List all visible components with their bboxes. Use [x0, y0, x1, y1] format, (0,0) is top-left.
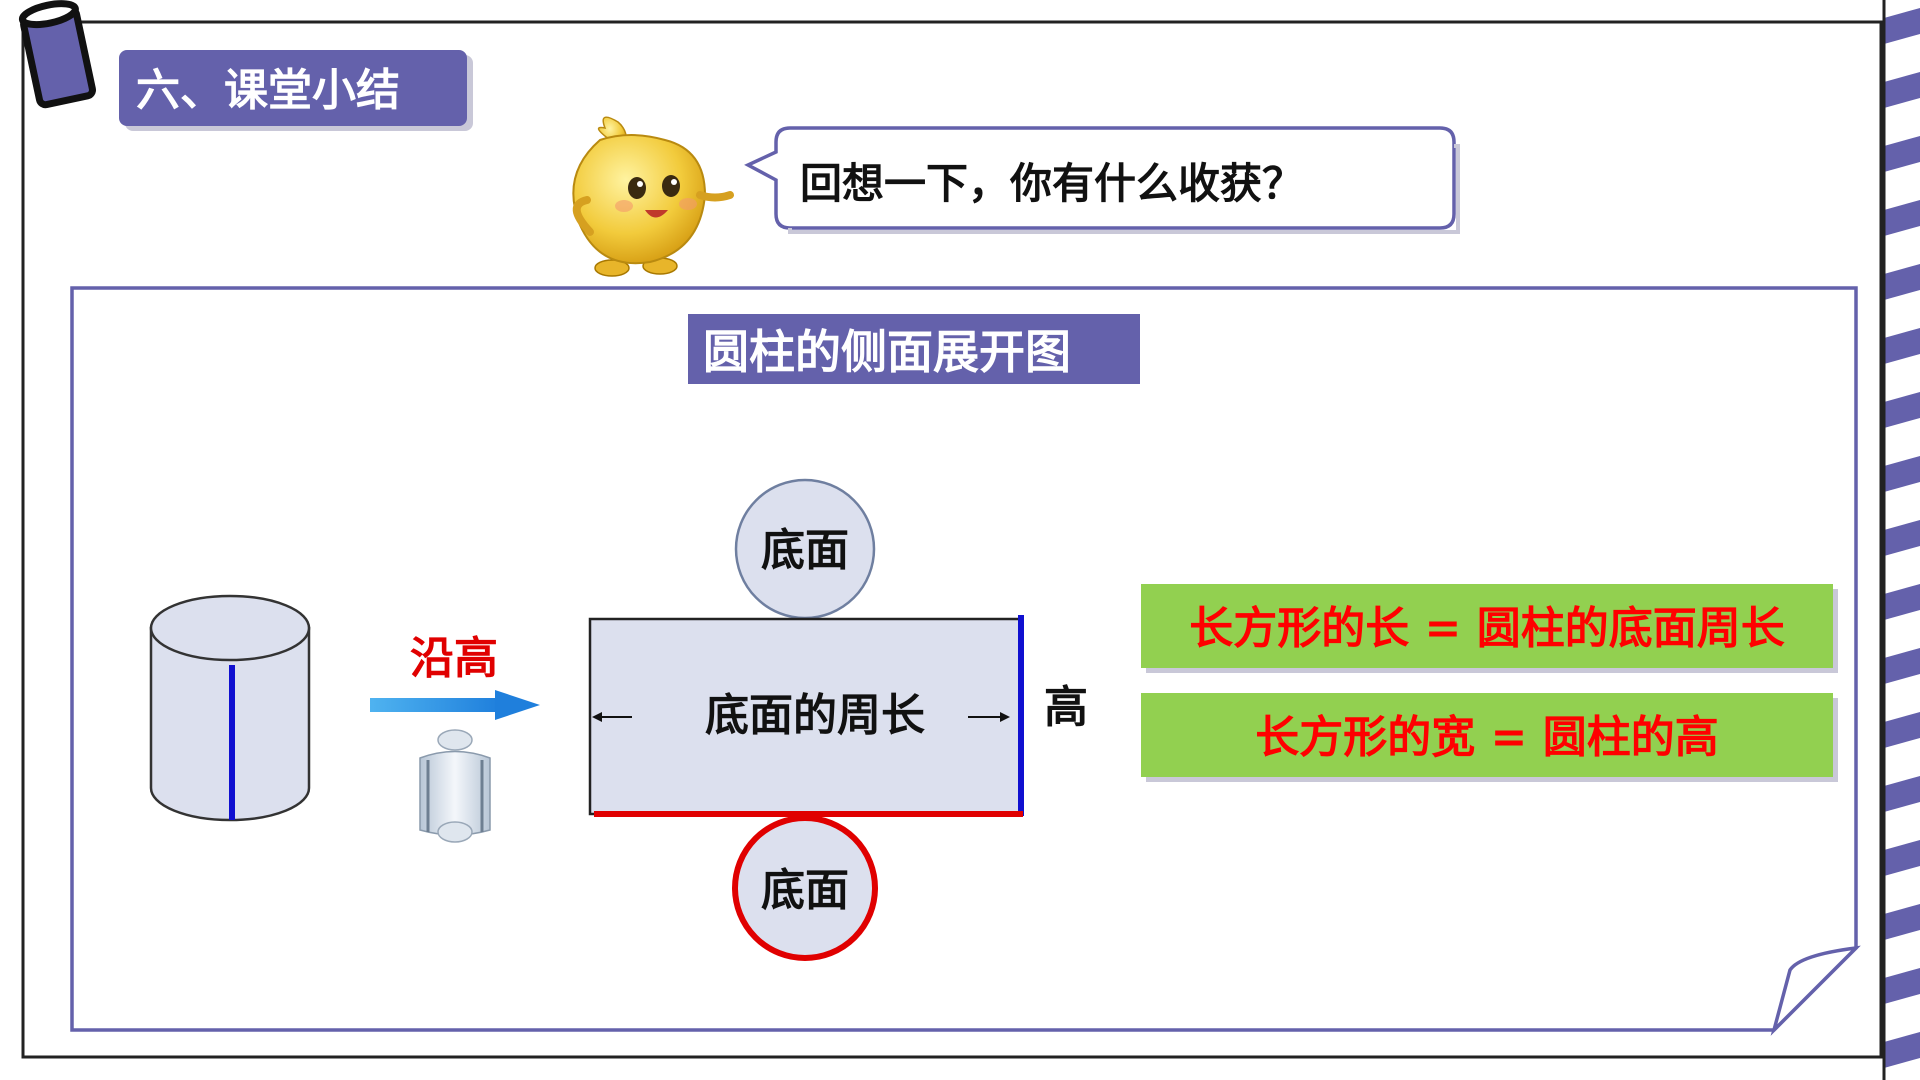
section-title-tab: 六、课堂小结 — [119, 50, 473, 131]
conclusion-length-text: 长方形的长 = 圆柱的底面周长 — [1189, 603, 1785, 654]
stripe — [1884, 1032, 1920, 1068]
slide-frame — [21, 20, 1883, 1059]
page-curl-icon — [1770, 945, 1861, 1036]
stripe — [1884, 392, 1920, 428]
conclusion-box-width: 长方形的宽 = 圆柱的高 — [1141, 693, 1838, 782]
stripe — [1884, 136, 1920, 172]
lateral-rectangle: 底面的周长 — [588, 615, 1024, 817]
stripe — [1884, 520, 1920, 556]
stripe — [1884, 776, 1920, 812]
stripe — [1884, 200, 1920, 236]
right-arrow-icon — [968, 712, 1010, 722]
stripe — [1884, 712, 1920, 748]
height-label: 高 — [1044, 682, 1088, 733]
mascot-character — [572, 116, 734, 277]
speech-bubble-text: 回想一下，你有什么收获？ — [800, 159, 1304, 208]
rect-label: 底面的周长 — [705, 690, 925, 741]
stripe — [1884, 328, 1920, 364]
unfold-arrow: 沿高 — [370, 633, 540, 720]
stripe — [1884, 968, 1920, 1004]
cylinder-figure — [149, 594, 311, 822]
stripe — [1884, 840, 1920, 876]
section-title: 六、课堂小结 — [136, 65, 400, 116]
stripe — [1884, 264, 1920, 300]
stripe — [1884, 904, 1920, 940]
conclusion-width-text: 长方形的宽 = 圆柱的高 — [1255, 712, 1719, 763]
stripe — [1884, 72, 1920, 108]
speech-bubble: 回想一下，你有什么收获？ — [744, 126, 1460, 234]
bottom-base-circle: 底面 — [732, 815, 878, 961]
top-circle-label: 底面 — [761, 525, 849, 576]
diagram-title: 圆柱的侧面展开图 — [703, 325, 1071, 379]
unrolling-cylinder-icon — [419, 729, 491, 843]
stripe — [1884, 584, 1920, 620]
pencil-cup-icon — [18, 0, 96, 109]
top-base-circle: 底面 — [734, 478, 876, 620]
right-stripe-decoration — [1882, 0, 1920, 1080]
bottom-circle-label: 底面 — [761, 865, 849, 916]
stripe — [1884, 648, 1920, 684]
stripe — [1884, 8, 1920, 44]
arrow-label: 沿高 — [410, 633, 498, 684]
conclusion-box-length: 长方形的长 = 圆柱的底面周长 — [1141, 584, 1838, 673]
stripe — [1884, 456, 1920, 492]
left-arrow-icon — [592, 712, 632, 722]
diagram-title-box: 圆柱的侧面展开图 — [688, 314, 1140, 384]
